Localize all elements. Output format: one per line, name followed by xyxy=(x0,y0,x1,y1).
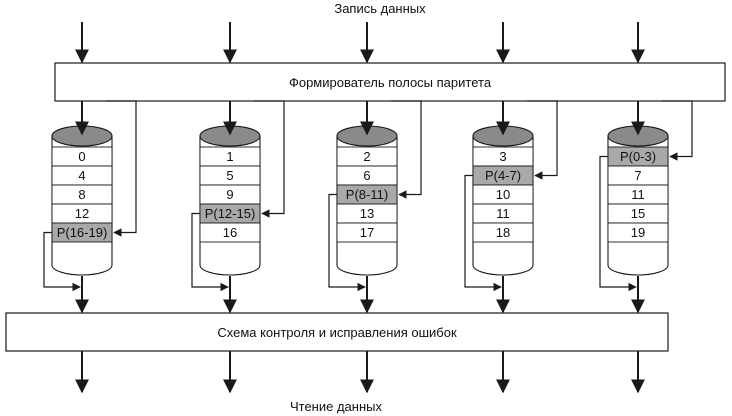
block-label: P(16-19) xyxy=(57,225,108,240)
parity-former-box: Формирователь полосы паритета xyxy=(54,62,726,102)
disk-1: 0 4 8 12P(16-19) xyxy=(43,100,137,314)
block-label: 8 xyxy=(78,187,85,202)
block-label: 6 xyxy=(363,168,370,183)
block-label: P(4-7) xyxy=(485,168,521,183)
parity-loop-line xyxy=(328,193,366,292)
input-arrows xyxy=(75,22,645,64)
parity-loop-line xyxy=(599,155,637,292)
parity-feed-line xyxy=(106,100,137,237)
output-arrows xyxy=(75,351,645,394)
block-label: P(0-3) xyxy=(620,149,656,164)
block-label: 17 xyxy=(360,225,374,240)
block-label: 9 xyxy=(226,187,233,202)
block-label: 1 xyxy=(226,149,233,164)
disk-3: 2 6P(8-11) 13 17 xyxy=(328,100,422,314)
disk-2: 1 5 9P(12-15) 16 xyxy=(191,100,285,314)
parity-feed-line xyxy=(391,100,422,199)
disk-5: P(0-3) 7 11 15 19 xyxy=(599,100,693,314)
disk-4: 3P(4-7) 10 11 18 xyxy=(464,100,558,314)
read-data-title: Чтение данных xyxy=(290,399,383,414)
block-label: 3 xyxy=(499,149,506,164)
error-correction-box: Схема контроля и исправления ошибок xyxy=(5,312,669,352)
block-label: 5 xyxy=(226,168,233,183)
block-label: 19 xyxy=(631,225,645,240)
parity-loop-line xyxy=(464,174,502,292)
disk-array: 04812P(16-19)159P(12-15)1626P(8-11)13173… xyxy=(43,100,693,314)
data-block xyxy=(472,222,534,243)
write-data-title: Запись данных xyxy=(334,1,426,16)
parity-loop-line xyxy=(191,212,229,292)
parity-feed-line xyxy=(527,100,558,180)
block-label: P(12-15) xyxy=(205,206,256,221)
parity-former-label: Формирователь полосы паритета xyxy=(289,75,492,90)
data-block xyxy=(607,222,669,243)
data-block xyxy=(199,222,261,243)
block-label: 10 xyxy=(496,187,510,202)
error-correction-label: Схема контроля и исправления ошибок xyxy=(217,325,457,340)
block-label: 2 xyxy=(363,149,370,164)
block-label: 7 xyxy=(634,168,641,183)
block-label: 11 xyxy=(496,206,510,221)
block-label: 18 xyxy=(496,225,510,240)
block-label: 4 xyxy=(78,168,85,183)
parity-feed-line xyxy=(662,100,693,161)
parity-loop-line xyxy=(43,231,81,292)
data-block xyxy=(336,222,398,243)
block-label: 13 xyxy=(360,206,374,221)
block-label: 15 xyxy=(631,206,645,221)
block-label: P(8-11) xyxy=(346,187,388,202)
block-label: 0 xyxy=(78,149,85,164)
block-label: 12 xyxy=(75,206,89,221)
parity-feed-line xyxy=(254,100,285,218)
block-label: 16 xyxy=(223,225,237,240)
block-label: 11 xyxy=(631,187,645,202)
